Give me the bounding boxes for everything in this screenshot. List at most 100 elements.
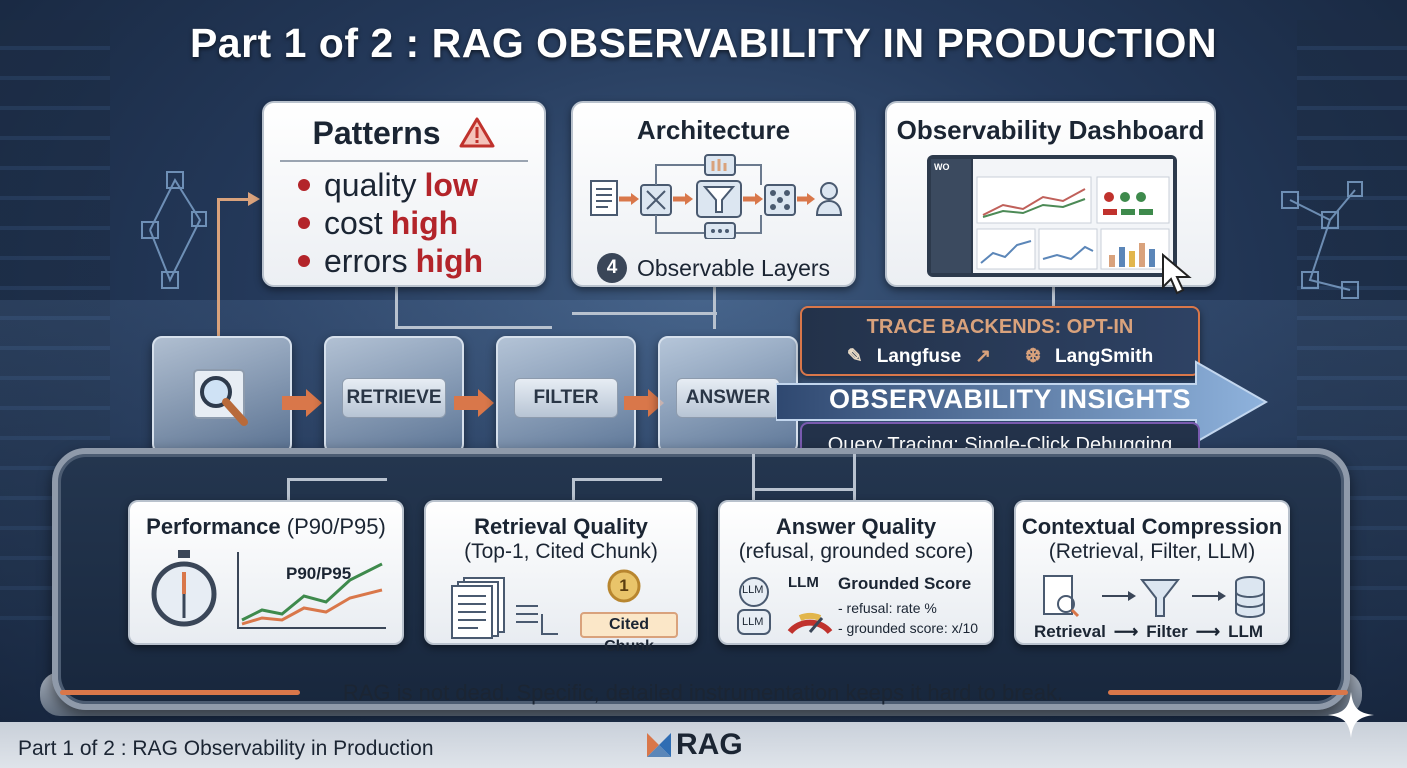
stage-retrieve-label: RETRIEVE (342, 378, 446, 418)
langsmith-label: LangSmith (1055, 345, 1154, 367)
langsmith-icon: ❆ (1025, 346, 1042, 367)
langfuse-label: Langfuse (876, 345, 962, 367)
percentile-chart-label: P90/P95 (286, 564, 352, 583)
compression-steps: Retrieval ⟶ Filter ⟶ LLM (1034, 622, 1263, 642)
observability-insights-arrow (776, 360, 1269, 444)
observable-layers: 4 Observable Layers (597, 253, 830, 283)
rank-badge-number: 1 (619, 576, 629, 595)
filter-icon (696, 180, 742, 218)
network-graph-right (1281, 181, 1363, 299)
performance-subtitle: (P90/P95) (286, 514, 386, 539)
trend-icon: ↗ (975, 346, 992, 367)
arrow-search-retrieve (282, 389, 322, 417)
compression-subtitle: (Retrieval, Filter, LLM) (1048, 540, 1256, 563)
architecture-flow-diagram (590, 154, 843, 239)
sparkle-icon (1328, 692, 1374, 738)
footer-bar (0, 722, 1407, 768)
pattern-level: high (415, 243, 484, 279)
dashboard-widgets (976, 176, 1170, 270)
answer-quality-card: Answer Quality (refusal, grounded score)… (718, 500, 994, 645)
arrow-right-icon: ⟶ (1113, 622, 1139, 641)
layers-label: Observable Layers (637, 254, 831, 281)
stage-filter-label: FILTER (514, 378, 618, 418)
connector-architecture-h (572, 312, 717, 315)
arrow-right-icon: ⟶ (1195, 622, 1221, 641)
page-title: Part 1 of 2 : RAG OBSERVABILITY IN PRODU… (189, 20, 1218, 66)
dashboard-title: Observability Dashboard (896, 115, 1205, 145)
stage-search (152, 336, 292, 454)
dots-icon (704, 222, 736, 239)
compression-flow-icons (1043, 575, 1265, 618)
llm-label-b: LLM (742, 616, 764, 628)
pattern-level: low (424, 167, 478, 203)
stopwatch-icon (151, 550, 217, 627)
connector-architecture (571, 287, 716, 329)
performance-title-row: Performance (P90/P95) (130, 514, 402, 540)
document-stack-icon (451, 577, 558, 639)
rag-logo-icon (647, 733, 671, 757)
bullet-dot (298, 217, 310, 229)
database-bars-icon (704, 154, 736, 176)
performance-card: Performance (P90/P95) P90/P95 (128, 500, 404, 645)
connector-performance (287, 478, 387, 502)
dashboard-card: Observability Dashboard WO (885, 101, 1216, 295)
stage-answer: ANSWER (658, 336, 798, 454)
stage-retrieve: RETRIEVE (324, 336, 464, 454)
trace-backends-row: ✎ Langfuse ↗ ❆ LangSmith (802, 345, 1198, 368)
compression-step-llm: LLM (1228, 622, 1264, 641)
footer-caption: Part 1 of 2 : RAG Observability in Produ… (18, 737, 434, 760)
rag-logo-text: RAG (676, 728, 743, 761)
retrieval-title: Retrieval Quality (474, 514, 648, 539)
retrieval-subtitle: (Top-1, Cited Chunk) (464, 540, 658, 563)
pattern-label: errors (324, 243, 408, 279)
stage-filter: FILTER (496, 336, 636, 454)
connector-answer-h (752, 488, 856, 491)
dashboard-screenshot: WO (927, 155, 1177, 277)
cursor-icon (1162, 253, 1192, 295)
arrow-retrieve-filter (454, 389, 494, 417)
arrow-head-patterns (248, 192, 260, 206)
trace-backends-header: TRACE BACKENDS: OPT-IN (866, 316, 1134, 338)
pattern-level: high (390, 205, 459, 241)
compression-step-filter: Filter (1146, 622, 1188, 641)
patterns-divider (280, 160, 528, 162)
pattern-label: quality (324, 167, 417, 203)
bullet-dot (298, 255, 310, 267)
architecture-title: Architecture (636, 115, 791, 145)
tagline: RAG is not dead. Specific, detailed inst… (342, 680, 1064, 705)
platform-accent-left (60, 690, 300, 695)
llm-label-top: LLM (788, 574, 819, 591)
retrieval-quality-card: Retrieval Quality (Top-1, Cited Chunk) 1… (424, 500, 698, 655)
document-icon (590, 180, 618, 216)
observability-insights-label: OBSERVABILITY INSIGHTS (828, 384, 1192, 414)
bullet-dot (298, 179, 310, 191)
performance-title: Performance (146, 514, 281, 539)
warning-icon (459, 117, 495, 148)
answer-subtitle: (refusal, grounded score) (738, 540, 974, 563)
refusal-rate-line: - refusal: rate % (838, 600, 937, 616)
answer-title: Answer Quality (775, 514, 937, 539)
platform-accent-right (1108, 690, 1348, 695)
stage-answer-label: ANSWER (676, 378, 780, 418)
compression-title: Contextual Compression (1021, 514, 1283, 539)
arrow-filter-answer (624, 389, 664, 417)
llm-label-a: LLM (742, 584, 764, 596)
percentile-chart (237, 552, 386, 629)
layers-count-badge: 4 (597, 253, 627, 283)
dashboard-sidebar: WO (931, 159, 971, 273)
patterns-title-row: Patterns (264, 115, 544, 152)
cited-chunk-chip: Cited Chunk (580, 612, 678, 655)
connector-retrieval (572, 478, 662, 502)
dashboard-content (973, 159, 1173, 273)
dashboard-logo: WO (934, 162, 950, 172)
user-icon (815, 182, 843, 216)
trace-backends-panel: TRACE BACKENDS: OPT-IN ✎ Langfuse ↗ ❆ La… (800, 306, 1200, 376)
compression-step-retrieval: Retrieval (1034, 622, 1106, 641)
pattern-label: cost (324, 205, 383, 241)
network-graph-left (141, 171, 207, 289)
cluster-icon (764, 184, 796, 216)
